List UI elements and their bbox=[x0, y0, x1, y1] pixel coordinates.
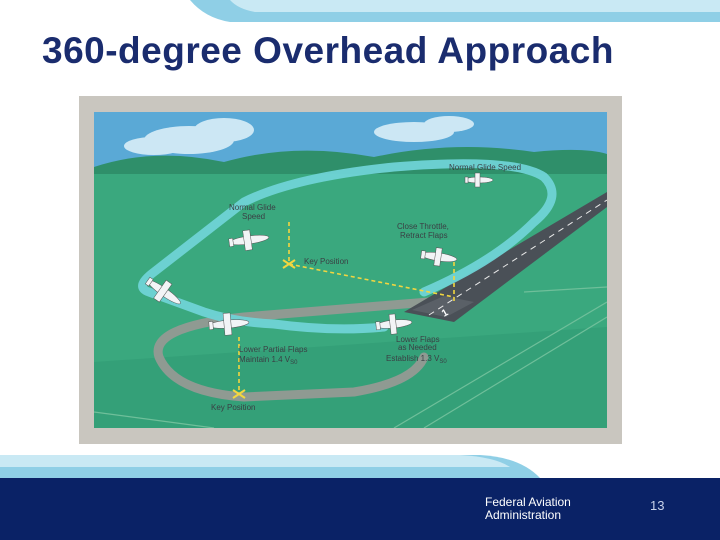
label-key-position-lower: Key Position bbox=[211, 403, 255, 412]
label-close-throttle-1: Close Throttle, bbox=[397, 222, 449, 231]
airplane-icon bbox=[144, 276, 181, 305]
label-establish: Establish 1.3 VS0 bbox=[386, 354, 447, 365]
slide-title: 360-degree Overhead Approach bbox=[42, 30, 614, 71]
airplane-icon bbox=[420, 247, 458, 267]
top-decorative-swoosh bbox=[190, 0, 720, 22]
key-position-marker-lower bbox=[232, 389, 246, 399]
label-key-position-upper: Key Position bbox=[304, 257, 348, 266]
runway-centerline bbox=[428, 199, 607, 316]
page-number: 13 bbox=[650, 498, 665, 513]
svg-text:1: 1 bbox=[440, 307, 451, 320]
ground-lower-field bbox=[94, 327, 607, 428]
airplane-icon bbox=[375, 313, 413, 335]
label-lower-flaps-2: as Needed bbox=[398, 343, 437, 352]
airplane-icon bbox=[208, 312, 250, 336]
airplane-icon bbox=[464, 172, 494, 188]
field-lines bbox=[94, 286, 607, 428]
runway bbox=[404, 192, 607, 322]
label-normal-glide-left-1: Normal Glide bbox=[229, 203, 276, 212]
label-lower-partial-flaps: Lower Partial Flaps bbox=[239, 345, 307, 354]
footer-bar bbox=[0, 478, 720, 540]
flight-path bbox=[138, 159, 557, 334]
label-maintain: Maintain 1.4 VS0 bbox=[239, 355, 298, 366]
label-normal-glide-speed-top: Normal Glide Speed bbox=[449, 163, 521, 172]
key-position-marker-upper bbox=[282, 259, 296, 269]
key-position-lines bbox=[238, 222, 455, 394]
label-close-throttle-2: Retract Flaps bbox=[400, 231, 448, 240]
label-lower-flaps-1: Lower Flaps bbox=[396, 335, 440, 344]
ground-track bbox=[153, 297, 434, 402]
footer-swoosh bbox=[0, 455, 540, 478]
figure-frame: 1 bbox=[79, 96, 622, 444]
clouds bbox=[124, 116, 474, 155]
overhead-approach-diagram: 1 bbox=[94, 112, 607, 428]
airplane-icon bbox=[228, 229, 270, 251]
label-normal-glide-left-2: Speed bbox=[242, 212, 265, 221]
footer-organization: Federal Aviation Administration bbox=[485, 495, 571, 522]
